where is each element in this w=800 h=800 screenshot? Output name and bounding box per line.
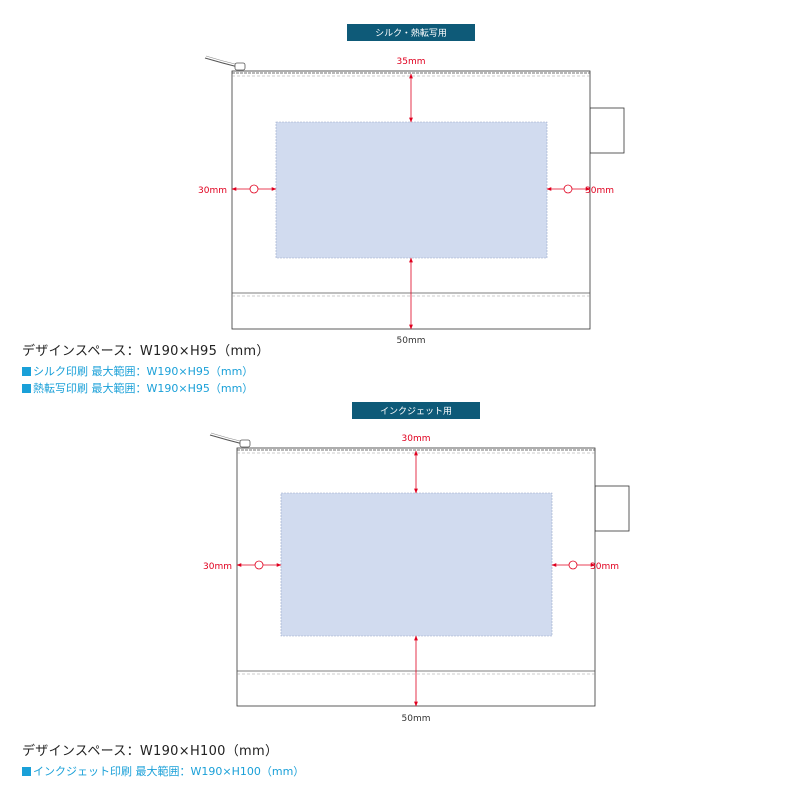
top-info-line-2: 熱転写印刷 最大範囲：W190×H95（mm） <box>22 380 270 397</box>
top-marker-circle-right <box>563 184 573 194</box>
bottom-info-block: デザインスペース：W190×H100（mm） インクジェット印刷 最大範囲：W1… <box>22 740 304 780</box>
blue-square-icon <box>22 367 31 376</box>
top-design-space-title: デザインスペース：W190×H95（mm） <box>22 344 270 359</box>
bottom-dim-label-top: 30mm <box>402 434 431 444</box>
bottom-design-space-title: デザインスペース：W190×H100（mm） <box>22 744 279 759</box>
top-banner-text: シルク・熱転写用 <box>375 27 447 39</box>
bottom-side-tab <box>594 485 630 532</box>
top-dim-label-bottom: 50mm <box>397 336 426 346</box>
bottom-info-line-1: インクジェット印刷 最大範囲：W190×H100（mm） <box>22 763 304 780</box>
bottom-info-line-1-text: インクジェット印刷 最大範囲：W190×H100（mm） <box>33 765 305 778</box>
bottom-pouch-diagram: インクジェット用 30mm 30mm 30mm 50mm <box>203 402 630 724</box>
top-zipper-pull <box>204 55 246 71</box>
top-dim-label-left: 30mm <box>198 186 227 196</box>
bottom-zipper-pull <box>209 432 251 448</box>
bottom-print-area <box>280 492 553 637</box>
bottom-dim-label-right: 30mm <box>590 562 619 572</box>
top-section-banner <box>347 24 475 41</box>
top-dim-label-top: 35mm <box>397 57 426 67</box>
bottom-marker-circle-right <box>568 560 578 570</box>
top-print-area <box>275 121 548 259</box>
top-info-line-1-text: シルク印刷 最大範囲：W190×H95（mm） <box>33 365 254 378</box>
top-info-block: デザインスペース：W190×H95（mm） シルク印刷 最大範囲：W190×H9… <box>22 340 270 397</box>
top-dim-label-right: 30mm <box>585 186 614 196</box>
bottom-marker-circle-left <box>254 560 264 570</box>
top-pouch-diagram: シルク・熱転写用 35mm 30mm 30mm 50mm <box>198 24 625 346</box>
blue-square-icon <box>22 767 31 776</box>
blue-square-icon <box>22 384 31 393</box>
top-info-line-2-text: 熱転写印刷 最大範囲：W190×H95（mm） <box>33 382 254 395</box>
top-info-line-1: シルク印刷 最大範囲：W190×H95（mm） <box>22 363 270 380</box>
top-marker-circle-left <box>249 184 259 194</box>
bottom-section-banner <box>352 402 480 419</box>
bottom-dim-label-bottom: 50mm <box>402 714 431 724</box>
bottom-banner-text: インクジェット用 <box>380 406 452 417</box>
bottom-dim-label-left: 30mm <box>203 562 232 572</box>
top-side-tab <box>589 107 625 154</box>
